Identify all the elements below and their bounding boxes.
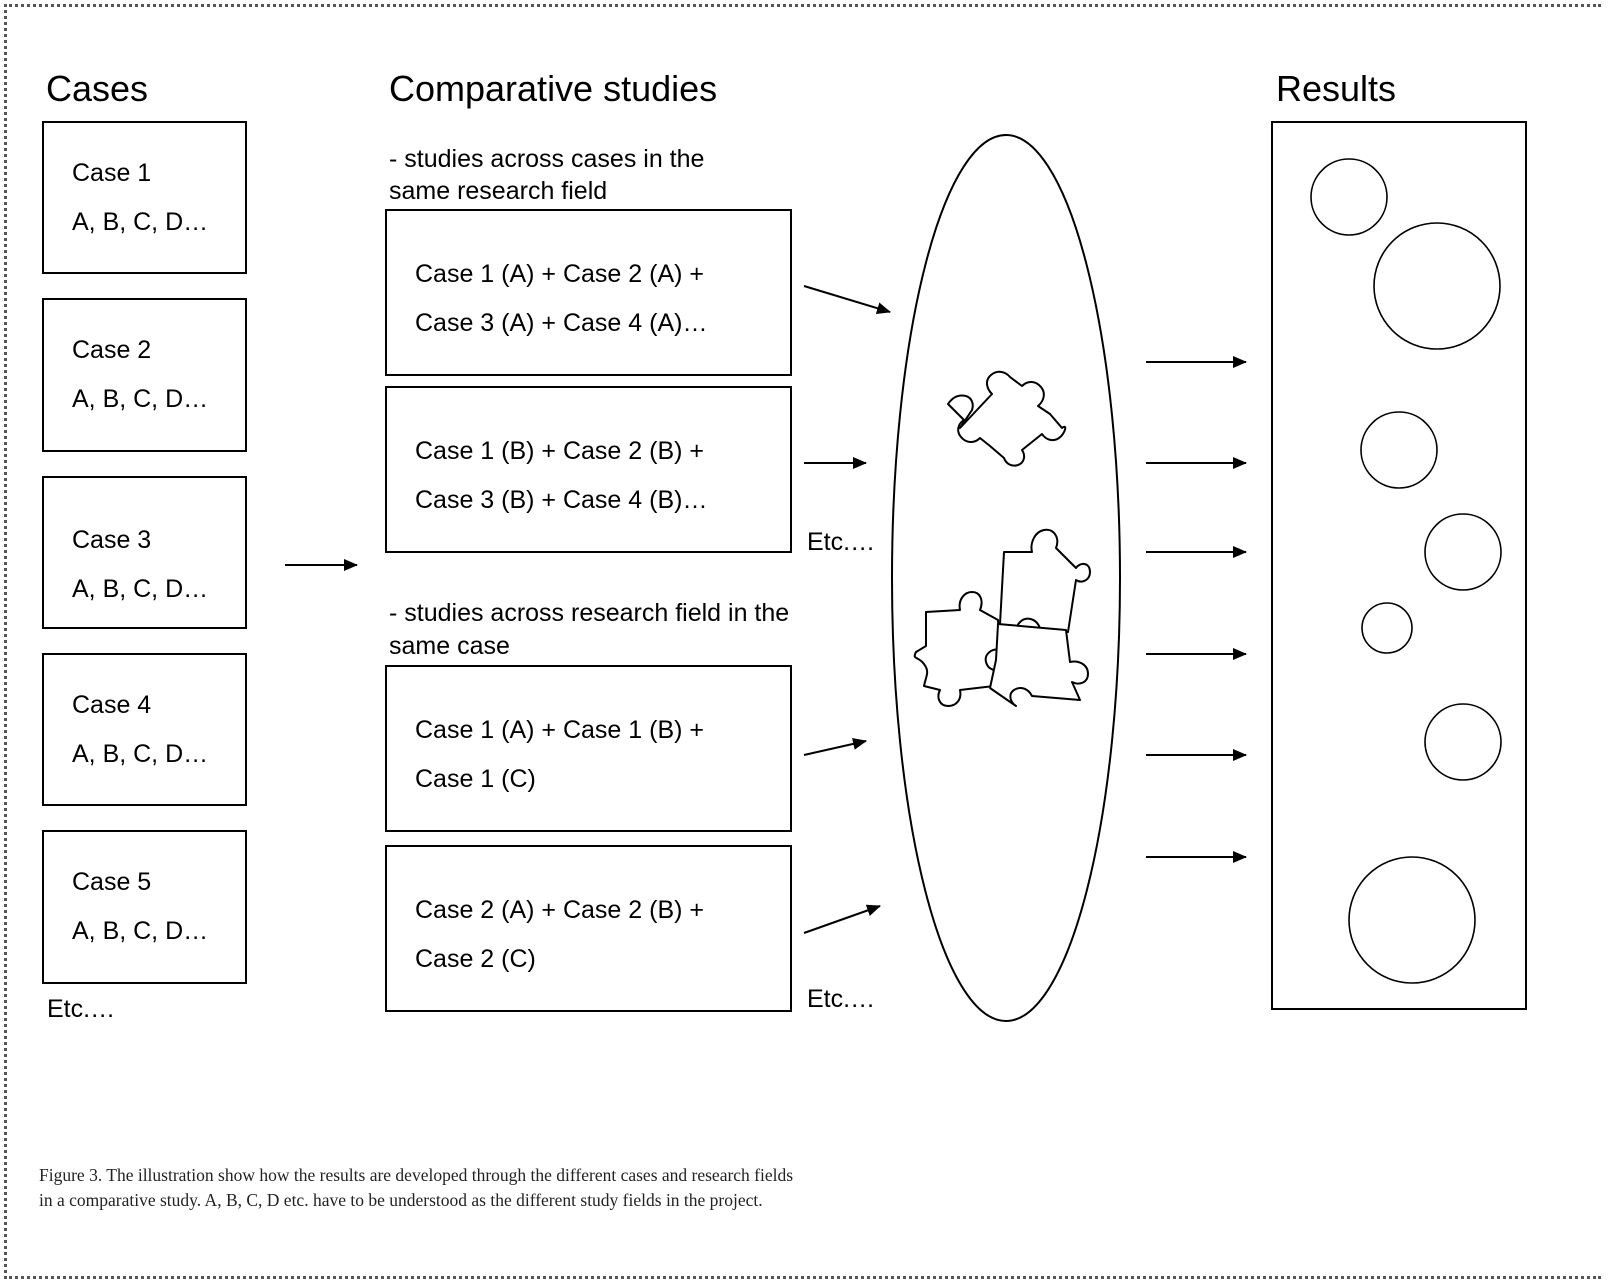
case-fields: A, B, C, D… <box>72 917 209 945</box>
synthesis-ellipse <box>891 134 1121 1022</box>
comparison-box: Case 2 (A) + Case 2 (B) + Case 2 (C) <box>385 845 792 1012</box>
result-circle <box>1310 158 1388 236</box>
case-title: Case 2 <box>72 336 152 364</box>
results-heading: Results <box>1276 68 1397 109</box>
figure-frame <box>4 4 1601 1279</box>
group-label-line: - studies across research field in the <box>389 599 790 627</box>
group-etc-label: Etc.… <box>807 528 876 556</box>
comparison-line: Case 1 (B) + Case 2 (B) + <box>415 437 705 465</box>
case-box: Case 5 A, B, C, D… <box>42 830 247 984</box>
comparison-line: Case 2 (A) + Case 2 (B) + <box>415 896 705 924</box>
case-title: Case 1 <box>72 159 152 187</box>
comparison-line: Case 1 (A) + Case 1 (B) + <box>415 716 705 744</box>
case-title: Case 4 <box>72 691 152 719</box>
group-label-line: same case <box>389 632 510 660</box>
comparison-line: Case 3 (A) + Case 4 (A)… <box>415 309 708 337</box>
figure-caption: Figure 3. The illustration show how the … <box>39 1165 794 1210</box>
comparison-box: Case 1 (A) + Case 2 (A) + Case 3 (A) + C… <box>385 209 792 376</box>
comparative-studies-heading: Comparative studies <box>389 68 718 109</box>
cases-heading: Cases <box>46 68 149 109</box>
study-arrow <box>803 285 891 314</box>
case-box: Case 4 A, B, C, D… <box>42 653 247 806</box>
result-circle <box>1360 411 1438 489</box>
case-fields: A, B, C, D… <box>72 575 209 603</box>
results-box <box>1271 121 1527 1010</box>
case-box: Case 2 A, B, C, D… <box>42 298 247 452</box>
case-title: Case 5 <box>72 868 152 896</box>
result-circle <box>1424 513 1502 591</box>
puzzle-piece-icon <box>947 370 1067 467</box>
case-fields: A, B, C, D… <box>72 385 209 413</box>
result-circle <box>1373 222 1501 350</box>
study-arrow <box>803 904 881 934</box>
comparison-line: Case 2 (C) <box>415 945 536 973</box>
study-arrow <box>803 738 867 756</box>
group-etc-label: Etc.… <box>807 985 876 1013</box>
case-box: Case 3 A, B, C, D… <box>42 476 247 629</box>
group-label-line: - studies across cases in the <box>389 145 705 173</box>
puzzle-pieces-connected-icon <box>913 528 1091 707</box>
result-circle <box>1424 703 1502 781</box>
case-title: Case 3 <box>72 526 152 554</box>
comparison-box: Case 1 (A) + Case 1 (B) + Case 1 (C) <box>385 665 792 832</box>
comparison-line: Case 3 (B) + Case 4 (B)… <box>415 486 708 514</box>
case-box: Case 1 A, B, C, D… <box>42 121 247 274</box>
case-fields: A, B, C, D… <box>72 740 209 768</box>
comparison-line: Case 1 (C) <box>415 765 536 793</box>
comparison-box: Case 1 (B) + Case 2 (B) + Case 3 (B) + C… <box>385 386 792 553</box>
result-circle <box>1348 856 1476 984</box>
cases-etc-label: Etc.… <box>47 995 116 1023</box>
group-label-line: same research field <box>389 177 608 205</box>
comparison-line: Case 1 (A) + Case 2 (A) + <box>415 260 705 288</box>
result-circle <box>1361 602 1413 654</box>
case-fields: A, B, C, D… <box>72 208 209 236</box>
